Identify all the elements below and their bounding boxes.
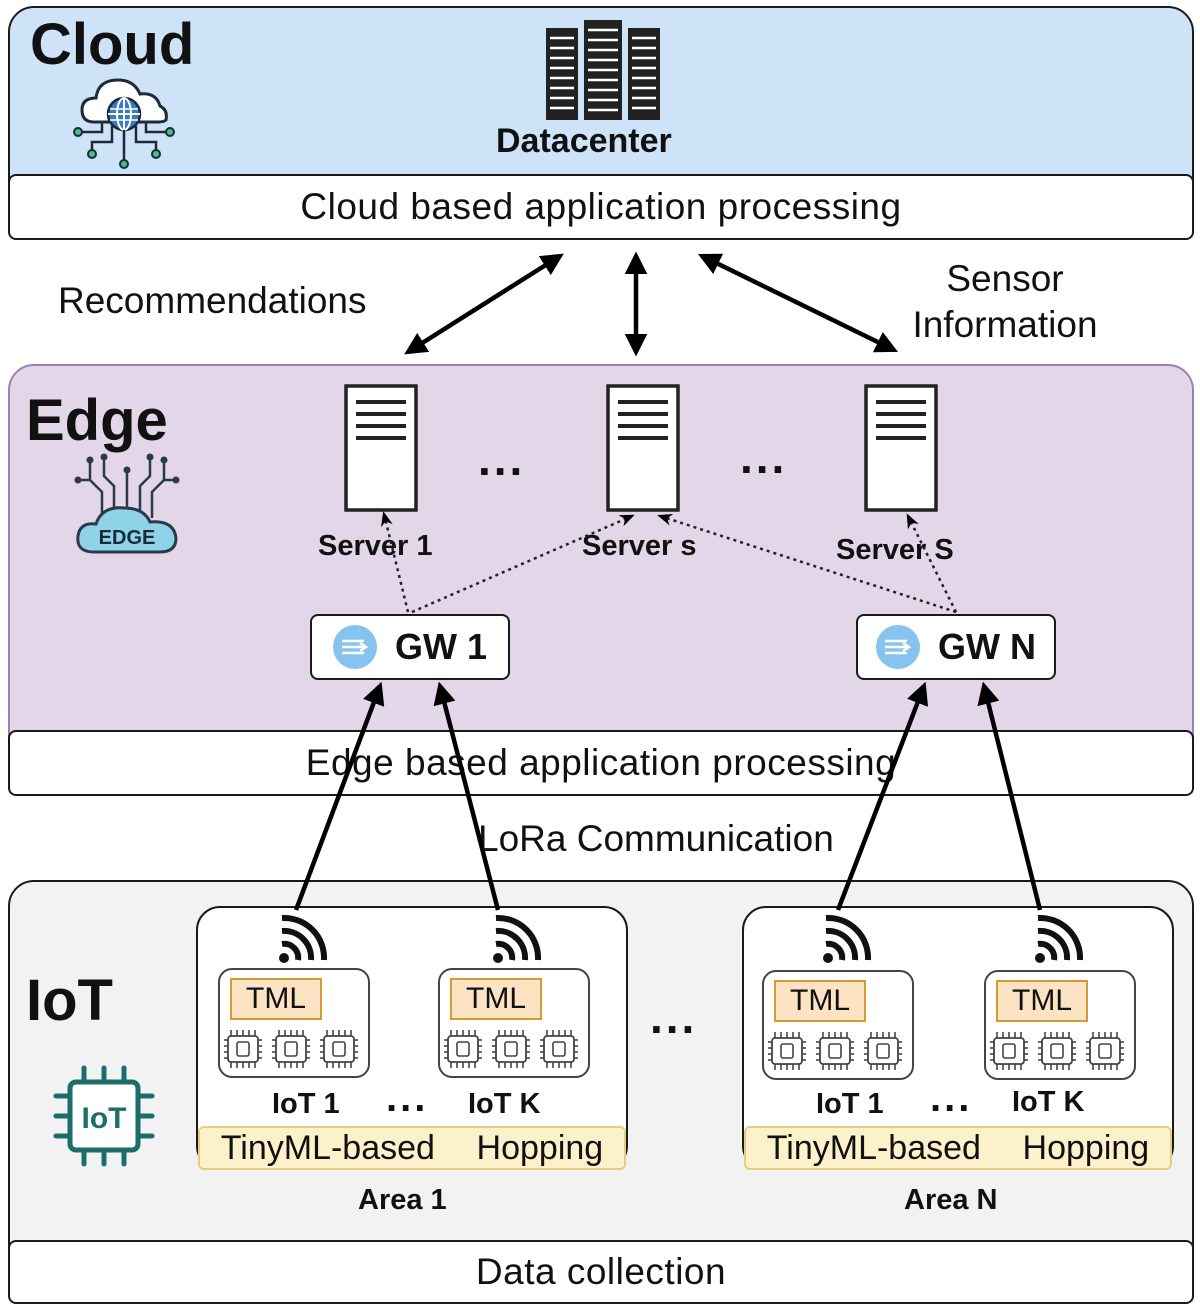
wifi-icon [823,918,868,963]
edge-title: Edge [26,388,168,453]
sensor-information-label: Sensor Information [912,258,1098,346]
area-1-hopping-bar: TinyML-based Hopping [198,1126,626,1170]
area-N-hopping-left: TinyML-based [766,1128,981,1167]
area-1-device-K-label: IoT K [468,1088,541,1120]
datacenter-label: Datacenter [496,122,672,160]
area-N-device-1-label: IoT 1 [816,1088,884,1120]
router-icon [876,625,920,669]
wifi-icon [1035,918,1080,963]
gateway-N-label: GW N [938,626,1036,667]
server-s-icon [606,384,680,512]
server-S-label: Server S [836,534,954,566]
area-N-hopping-bar: TinyML-based Hopping [744,1126,1172,1170]
cloud-title: Cloud [30,12,195,77]
server-ellipsis-left: ... [478,433,526,485]
area-1-device-K-tml: TML [450,978,542,1020]
area-1-label: Area 1 [358,1184,447,1216]
server-1-label: Server 1 [318,530,433,562]
area-1-hopping-left: TinyML-based [220,1128,435,1167]
area-1-device-1-label: IoT 1 [272,1088,340,1120]
area-N-hopping-right: Hopping [1022,1128,1150,1167]
edge-cloud-icon: EDGE [74,453,180,554]
wifi-icon [493,918,538,963]
area-N-label: Area N [904,1184,998,1216]
datacenter-icon [546,20,660,120]
area-N-device-1-tml: TML [774,980,866,1022]
wifi-icon [279,918,324,963]
lora-communication-label: LoRa Communication [478,818,834,859]
server-1-icon [344,384,418,512]
edge-icon-text: EDGE [99,527,156,549]
edge-layer [8,364,1194,794]
sensor-chips [223,1029,1125,1071]
gateway-1-label: GW 1 [394,626,487,667]
iot-title: IoT [26,968,113,1033]
recommendations-label: Recommendations [58,280,367,321]
iot-icon-text: IoT [82,1102,127,1135]
server-ellipsis-right: ... [740,431,788,483]
area-1-hopping-right: Hopping [476,1128,604,1167]
server-s-label: Server s [582,530,697,562]
cloud-processing-bar: Cloud based application processing [8,174,1194,240]
gateway-1: GW 1 [310,614,510,680]
router-icon [332,625,377,669]
area-N-device-K-label: IoT K [1012,1086,1085,1118]
area-ellipsis: ... [650,991,698,1043]
data-collection-bar: Data collection [8,1240,1194,1304]
area-1-device-ellipsis: ... [386,1076,429,1120]
server-S-icon [864,384,938,512]
cloud-network-icon [73,78,175,169]
area-N-device-ellipsis: ... [930,1076,973,1120]
iot-chip-icon: IoT [53,1065,155,1167]
area-1-device-1-tml: TML [230,978,322,1020]
area-N-device-K-tml: TML [996,980,1088,1022]
gateway-N: GW N [856,614,1056,680]
